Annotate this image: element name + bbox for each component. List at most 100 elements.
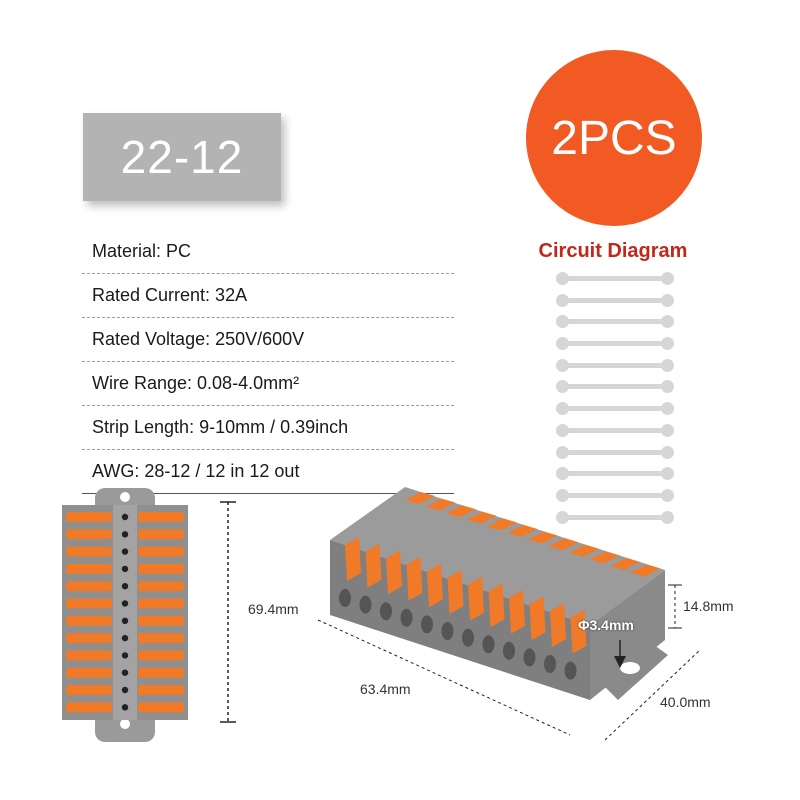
lever [528,531,558,544]
circuit-link [556,355,674,377]
spec-text: Wire Range: 0.08-4.0mm² [92,373,300,393]
spec-awg: AWG: 28-12 / 12 in 12 out [82,450,454,494]
lever [138,529,184,540]
circuit-link [556,507,674,529]
lever [138,650,184,661]
circuit-link [556,485,674,507]
lever [138,512,184,522]
lever [630,564,661,577]
lever [66,546,112,557]
lever [427,563,443,608]
test-hole [121,617,129,624]
height-label: 69.4mm [248,601,299,617]
spec-text: Rated Current: 32A [92,285,248,305]
lever [487,518,517,531]
wire-hole [421,615,433,634]
lever [509,589,525,634]
lever [447,570,464,614]
lever [66,581,112,592]
circuit-link [556,442,674,464]
length-label: 63.4mm [360,681,411,697]
lever [425,498,456,511]
wire-hole [359,595,372,614]
length-dimension [317,619,571,736]
lever [610,558,640,570]
lever [446,505,476,518]
lever [66,633,112,644]
wire-hole [380,602,392,621]
lever [138,546,184,557]
lever [365,543,382,588]
lever [138,581,184,592]
lever [66,702,112,713]
spec-strip-length: Strip Length: 9-10mm / 0.39inch [82,406,454,450]
circuit-diagram-title: Circuit Diagram [538,240,688,262]
test-hole [121,548,129,555]
lever [66,529,112,540]
quantity-badge: 2PCS [526,50,702,226]
lever [138,598,184,609]
test-hole [121,669,129,676]
hole-label: Φ3.4mm [578,617,634,633]
lever [66,512,112,522]
lever [345,537,361,581]
test-hole [121,531,129,538]
spec-text: Strip Length: 9-10mm / 0.39inch [92,417,349,437]
wire-hole [564,661,577,680]
lever [138,702,184,713]
thickness-label: 14.8mm [683,598,734,614]
spec-list: Material: PC Rated Current: 32A Rated Vo… [82,230,454,494]
lever [66,615,112,626]
lever [468,576,484,621]
lever [138,685,184,695]
test-hole [121,583,129,590]
lever [529,596,546,641]
wire-hole [400,608,413,627]
test-hole [121,565,129,573]
circuit-link [556,290,674,312]
circuit-link [556,268,674,290]
lever [406,556,423,601]
circuit-link [556,333,674,355]
test-hole [121,513,129,521]
circuit-link [556,463,674,485]
wire-hole [523,648,536,667]
lever [138,633,184,644]
lever [569,544,599,557]
width-label: 40.0mm [660,694,711,710]
lever [66,598,112,609]
thickness-dimension [668,584,682,629]
spec-rated-voltage: Rated Voltage: 250V/600V [82,318,454,362]
spec-material: Material: PC [82,230,454,274]
test-hole [121,600,129,607]
lever [589,551,620,564]
lever [66,650,112,661]
wire-hole [339,589,351,607]
lever [466,511,497,524]
model-number: 22-12 [120,131,244,183]
lever [488,583,505,628]
test-hole [121,652,129,659]
wire-hole [441,622,454,640]
wire-hole [482,635,495,654]
test-hole [121,704,129,711]
quantity-text: 2PCS [551,111,677,165]
circuit-link [556,398,674,420]
wire-hole [544,655,556,673]
lever [507,525,538,537]
lever [138,615,184,626]
spec-wire-range: Wire Range: 0.08-4.0mm² [82,362,454,406]
circuit-link [556,420,674,442]
spec-text: Material: PC [92,241,192,261]
lever [548,538,579,551]
lever [66,685,112,695]
lever [138,667,184,678]
test-hole [121,634,129,642]
lever [66,563,112,574]
lever [138,563,184,574]
lever [66,667,112,678]
connector-top-view [62,488,188,742]
spec-text: AWG: 28-12 / 12 in 12 out [92,461,300,481]
spec-rated-current: Rated Current: 32A [82,274,454,318]
lever [386,550,402,595]
